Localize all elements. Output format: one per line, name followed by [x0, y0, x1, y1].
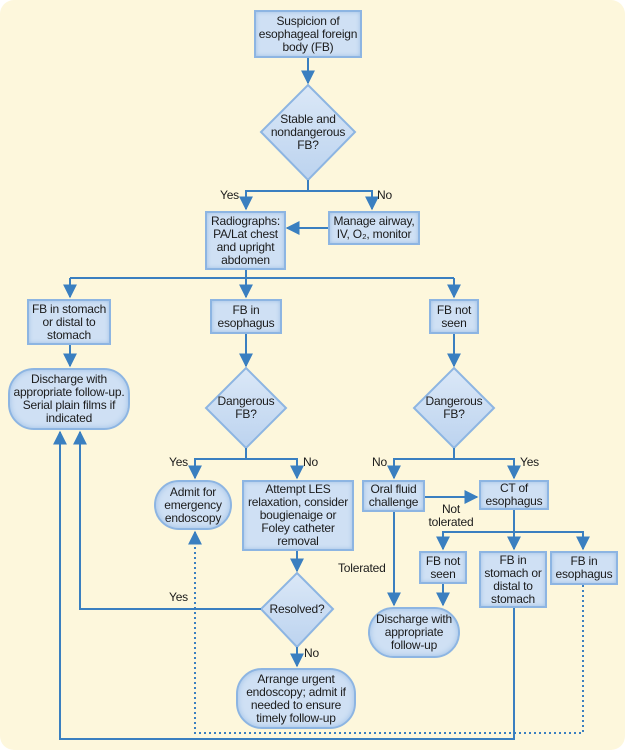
ct-fb-esophagus-box: FB in esophagus	[550, 551, 618, 585]
radiographs-box: Radiographs: PA/Lat chest and upright ab…	[205, 211, 286, 270]
label-no-stable: No	[377, 188, 392, 202]
label-tolerated: Tolerated	[338, 561, 386, 575]
label-no-dangerous-1: No	[303, 455, 318, 469]
ct-fb-not-seen-box: FB not seen	[419, 551, 467, 584]
label-no-dangerous-2: No	[372, 455, 387, 469]
oral-fluid-box: Oral fluid challenge	[362, 480, 425, 512]
label-no-resolved: No	[304, 646, 319, 660]
arrange-endoscopy: Arrange urgent endoscopy; admit if neede…	[236, 668, 356, 729]
label-yes-dangerous-2: Yes	[520, 455, 539, 469]
stable-question: Stable and nondangerous FB?	[270, 111, 346, 152]
label-yes-stable: Yes	[220, 188, 239, 202]
label-yes-dangerous-1: Yes	[169, 455, 188, 469]
fb-esophagus-box: FB in esophagus	[210, 299, 282, 334]
label-yes-resolved: Yes	[169, 590, 188, 604]
ct-esophagus-box: CT of esophagus	[479, 480, 549, 510]
fb-stomach-box: FB in stomach or distal to stomach	[27, 299, 111, 345]
discharge-follow-up: Discharge with appropriate follow-up	[368, 607, 460, 658]
fb-not-seen-box: FB not seen	[429, 299, 479, 334]
manage-airway-box: Manage airway, IV, O₂, monitor	[328, 211, 420, 245]
dangerous-question-2: Dangerous FB?	[425, 394, 483, 421]
ct-fb-stomach-box: FB in stomach or distal to stomach	[479, 551, 547, 608]
attempt-les-box: Attempt LES relaxation, consider bougien…	[242, 480, 354, 551]
admit-endoscopy: Admit for emergency endoscopy	[154, 480, 232, 530]
dangerous-question-1: Dangerous FB?	[217, 394, 275, 421]
start-box: Suspicion of esophageal foreign body (FB…	[254, 10, 362, 58]
resolved-question: Resolved?	[269, 601, 325, 616]
discharge-serial-films: Discharge with appropriate follow-up. Se…	[8, 368, 130, 430]
label-not-tolerated: Not tolerated	[428, 502, 474, 529]
